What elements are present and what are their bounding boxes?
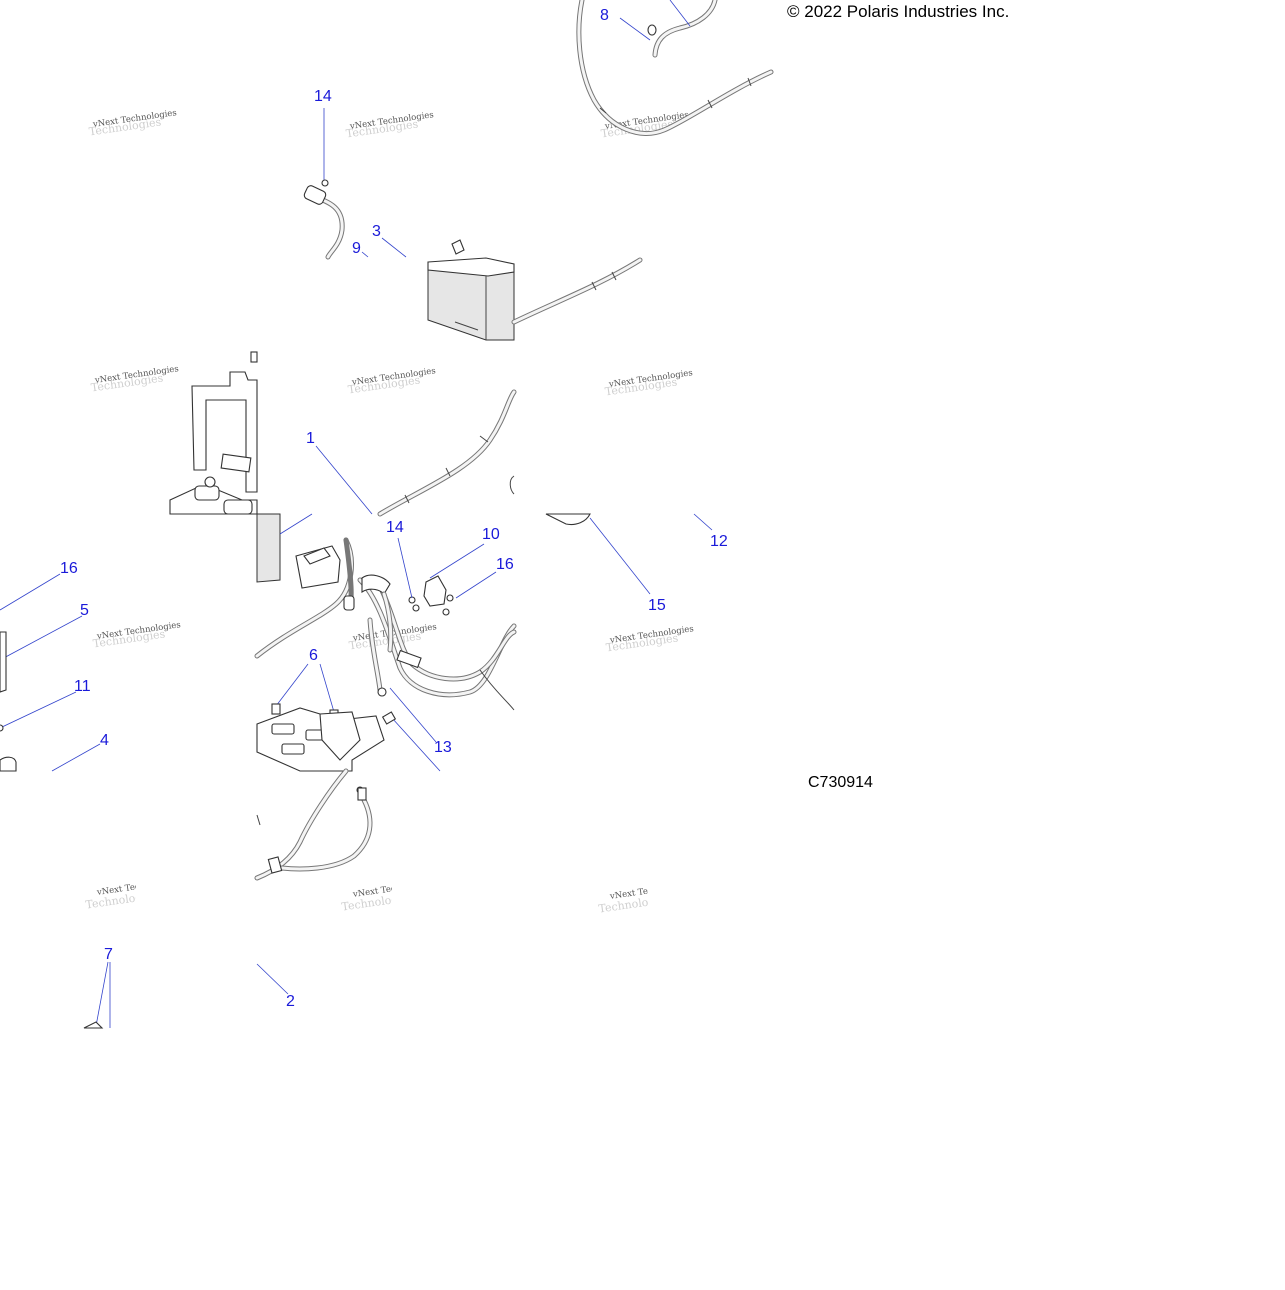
drawing-id: C730914	[808, 774, 873, 791]
watermark: Technologies vNext Technologies	[345, 110, 434, 140]
callout-15: 15	[648, 597, 666, 614]
watermark: Technologies vNext Technologies	[604, 368, 693, 398]
callout-12: 12	[710, 533, 728, 550]
callout-10: 10	[482, 526, 500, 543]
callout-9: 9	[352, 240, 361, 257]
bolt	[250, 351, 258, 363]
watermark-text: vNext Technologies	[351, 878, 437, 900]
battery-post-bolt	[451, 239, 465, 255]
battery	[427, 239, 515, 341]
watermark: Technologies vNext Technologies	[90, 364, 179, 394]
watermark-clipped: Technologies vNext Technologies	[341, 878, 437, 913]
right-side-leaders	[545, 513, 713, 595]
battery-hold-down-bracket	[169, 351, 258, 515]
watermark-clipped: Technologies vNext Technologies	[598, 880, 694, 915]
cable-terminal	[303, 185, 327, 205]
nut	[377, 687, 387, 697]
callout-11: 11	[74, 678, 91, 695]
callout-4: 4	[100, 732, 109, 749]
callout-7: 7	[104, 946, 113, 963]
callout-16: 16	[60, 560, 78, 577]
main-cable-upper-loop	[576, 0, 774, 136]
watermark-clipped: Technologies vNext Technologies	[85, 876, 181, 911]
callout-6: 6	[309, 647, 318, 664]
callout-14: 14	[314, 88, 332, 105]
callout-2: 2	[286, 993, 295, 1010]
watermark-text: vNext Technologies	[95, 876, 181, 898]
callout-16: 16	[496, 556, 514, 573]
watermark: Technologies vNext Technologies	[605, 624, 694, 654]
watermark: Technologies vNext Technologies	[88, 108, 177, 138]
bolt	[271, 703, 281, 715]
callout-8: 8	[600, 7, 609, 24]
terminal-cable-top	[303, 108, 407, 260]
clip-fastener	[647, 24, 657, 36]
watermark: Technologies vNext Technologies	[92, 620, 181, 650]
callout-14: 14	[386, 519, 404, 536]
main-cable-center	[315, 389, 517, 517]
left-bracket-parts	[0, 573, 101, 772]
callout-13: 13	[434, 739, 452, 756]
nut	[321, 179, 329, 187]
solenoid-and-cables-assembly	[254, 513, 517, 772]
solenoid-bracket	[423, 575, 447, 607]
ground-cables-lower	[254, 768, 373, 881]
watermark: Technologies vNext Technologies	[347, 366, 436, 396]
copyright-notice: © 2022 Polaris Industries Inc.	[787, 2, 1010, 21]
lower-left-fasteners	[83, 961, 289, 1029]
callout-1: 1	[306, 430, 315, 447]
callout-labels: 8 14 3 9 1 14 10 16 12 15 16 5 11 4 6 13…	[60, 7, 728, 1010]
watermark-text: vNext Technologies	[608, 880, 694, 902]
callout-5: 5	[80, 602, 89, 619]
main-cable-middle	[511, 257, 643, 325]
callout-3: 3	[372, 223, 381, 240]
